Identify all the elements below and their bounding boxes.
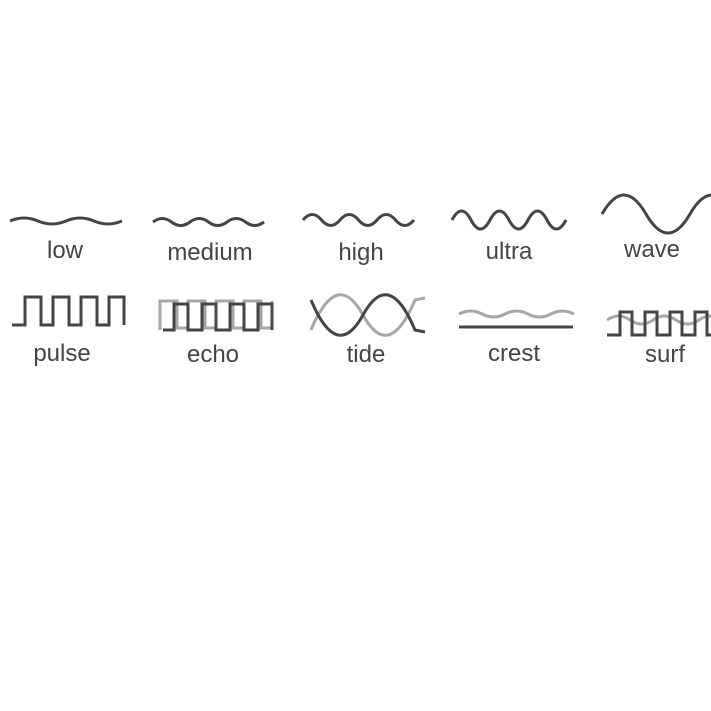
ultra-label: ultra	[486, 238, 533, 265]
high-wave-icon	[301, 213, 416, 227]
low-label: low	[47, 237, 84, 264]
low-wave-icon	[9, 216, 123, 226]
waveform-item-low: low	[9, 216, 123, 264]
crest-label: crest	[488, 340, 540, 367]
waveform-item-echo: echo	[158, 299, 274, 368]
echo-label: echo	[187, 341, 239, 368]
wave-label: wave	[623, 236, 680, 263]
waveform-item-surf: surf	[606, 310, 711, 368]
surf-secondary-wave-icon	[606, 314, 711, 326]
echo-primary-wave-icon	[163, 302, 274, 332]
waveform-item-pulse: pulse	[12, 295, 126, 367]
surf-primary-wave-icon	[607, 310, 711, 337]
medium-wave-icon	[152, 217, 265, 227]
pulse-wave-icon	[12, 295, 126, 327]
waveform-item-crest: crest	[458, 309, 575, 367]
surf-label: surf	[645, 341, 685, 368]
high-label: high	[338, 239, 383, 266]
waveform-item-ultra: ultra	[450, 209, 568, 265]
tide-primary-wave-icon	[309, 293, 426, 337]
waveform-item-wave: wave	[600, 193, 711, 263]
waveform-item-medium: medium	[152, 217, 265, 266]
ultra-wave-icon	[450, 209, 568, 231]
crest-secondary-wave-icon	[458, 309, 575, 319]
medium-label: medium	[167, 239, 252, 266]
pulse-label: pulse	[33, 340, 90, 367]
wave-wave-icon	[600, 193, 711, 235]
waveform-item-high: high	[301, 213, 416, 266]
waveform-item-tide: tide	[309, 293, 426, 368]
tide-label: tide	[347, 341, 386, 368]
